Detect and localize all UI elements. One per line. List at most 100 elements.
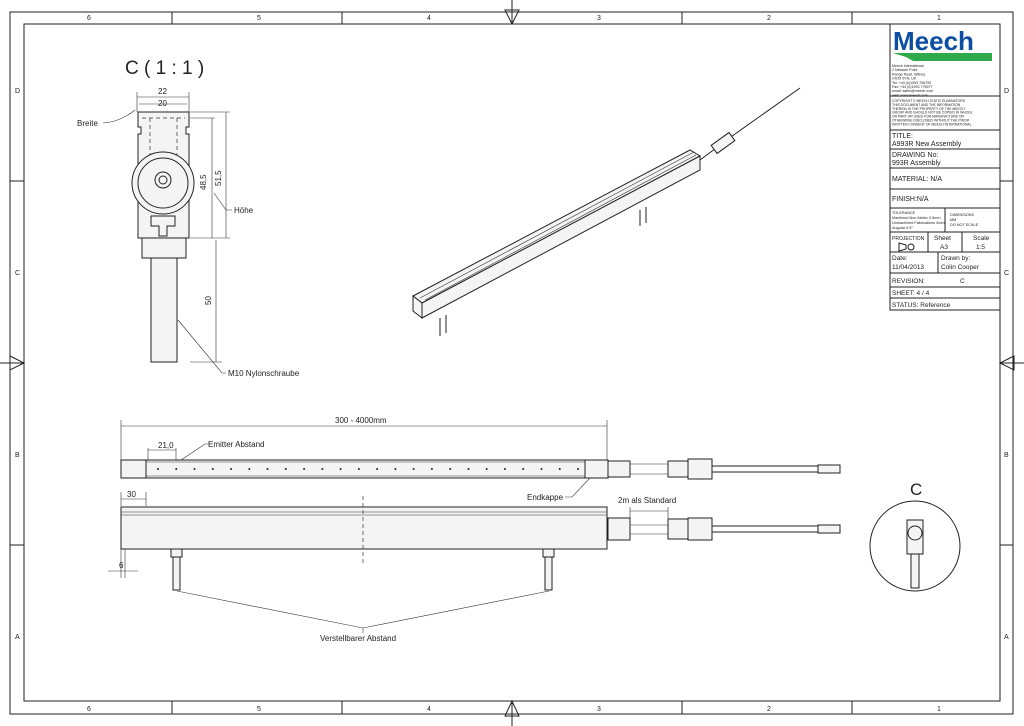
meech-logo: Meech	[893, 26, 974, 56]
label-verstellbarer-abstand: Verstellbarer Abstand	[320, 634, 396, 643]
dim-20: 20	[158, 99, 167, 108]
zone-column-label: 5	[257, 706, 261, 713]
zone-column-label: 1	[937, 706, 941, 713]
address-line: web: www.meech.com	[892, 93, 928, 97]
emitter-dot	[357, 468, 360, 470]
status: STATUS: Reference	[892, 302, 951, 309]
detail-marker-c: C	[869, 480, 961, 592]
sheet-value: A3	[940, 244, 948, 251]
address-line: email: sales@meech.com	[892, 89, 933, 93]
emitter-dot	[303, 468, 306, 470]
revision-label: REVISION:	[892, 278, 925, 285]
tolerance-line: TOLERANCE	[892, 211, 916, 215]
zone-column-label: 3	[597, 15, 601, 22]
emitter-dot	[339, 468, 342, 470]
zone-column-label: 4	[427, 706, 431, 713]
label-hoehe: Höhe	[234, 206, 254, 215]
projection-label: PROJECTION	[892, 236, 925, 242]
copyright-line: OTHERWISE DISCLOSED WITHOUT THE PRIOR	[892, 119, 970, 123]
address-line: Fax: +44 (0)1993 776977	[892, 85, 932, 89]
zone-row-label: C	[15, 270, 20, 277]
revision-value: C	[960, 278, 965, 285]
emitter-dot	[248, 468, 251, 470]
title-label: TITLE:	[892, 133, 913, 140]
zone-row-label: C	[1004, 270, 1009, 277]
zone-column-label: 6	[87, 15, 91, 22]
emitter-dot	[394, 468, 397, 470]
zone-row-label: A	[1004, 634, 1009, 641]
date-value: 11/04/2013	[892, 264, 924, 271]
dim-30: 30	[127, 490, 136, 499]
emitter-dot	[522, 468, 525, 470]
zone-column-label: 6	[87, 706, 91, 713]
address-line: 2 Network Point	[892, 68, 917, 72]
copyright-line: GROUP AND SHOULD NOT BE COPIED IN WHOLE	[892, 111, 973, 115]
tolerance-line: Machined Non Metric 0.5mm	[892, 216, 941, 220]
dimensions-line: DO NOT SCALE	[950, 223, 979, 227]
copyright-line: OR PART OR USED FOR MANUFACTURE OR	[892, 115, 965, 119]
emitter-dot	[577, 468, 579, 470]
dim-48-5: 48,5	[199, 174, 208, 190]
label-m10-nylonschraube: M10 Nylonschraube	[228, 369, 300, 378]
emitter-dot	[412, 468, 415, 470]
dimensions-line: DIMENSIONS	[950, 213, 975, 217]
zone-row-label: B	[1004, 452, 1009, 459]
title-value: A993R New Assembly	[892, 141, 962, 148]
address-line: OX29 0YN, UK	[892, 77, 917, 81]
zone-column-label: 5	[257, 15, 261, 22]
sheet-count: SHEET: 4 / 4	[892, 290, 930, 297]
address-line: Meech International	[892, 64, 924, 68]
copyright-line: COPYRIGHT © MEECH STATIC ELIMINATORS	[892, 99, 966, 103]
label-emitter-abstand: Emitter Abstand	[208, 440, 264, 449]
tolerance-line: Angular 0.5°	[892, 226, 913, 230]
emitter-dot	[230, 468, 233, 470]
emitter-dot	[211, 468, 214, 470]
emitter-dot	[540, 468, 543, 470]
zone-row-label: A	[15, 634, 20, 641]
emitter-dot	[449, 468, 452, 470]
zone-row-label: D	[1004, 88, 1009, 95]
emitter-dot	[467, 468, 470, 470]
address-line: Range Road, Witney	[892, 72, 925, 76]
zone-row-label: D	[15, 88, 20, 95]
emitter-dot	[157, 468, 159, 470]
sheet-label: Sheet	[934, 235, 951, 242]
detail-view-title: C ( 1 : 1 )	[125, 58, 204, 79]
emitter-dot	[485, 468, 488, 470]
tolerance-line: Unmachined Fabrications 2mm	[892, 221, 945, 225]
emitter-dot	[175, 468, 178, 470]
dim-6: 6	[119, 561, 124, 570]
zone-column-label: 2	[767, 706, 771, 713]
dim-emitter-spacing: 21,0	[158, 441, 174, 450]
detail-view-c: C ( 1 : 1 ) 22 20 Breite 48,5 51,5 50 Hö…	[77, 58, 300, 378]
zone-row-label: B	[15, 452, 20, 459]
finish: FINISH:N/A	[892, 196, 929, 203]
detail-marker-label: C	[910, 480, 922, 499]
zone-column-label: 1	[937, 15, 941, 22]
label-breite: Breite	[77, 119, 98, 128]
copyright-line: THEREIN IS THE PROPERTY OF THE MEECH	[892, 107, 965, 111]
label-2m-standard: 2m als Standard	[618, 496, 676, 505]
scale-label: Scale	[973, 235, 990, 242]
material: MATERIAL: N/A	[892, 176, 942, 183]
emitter-dot	[266, 468, 269, 470]
copyright-line: WRITTEN CONSENT OF MEECH INTERNATIONAL	[892, 122, 972, 126]
date-label: Date:	[892, 255, 908, 262]
emitter-dot	[558, 468, 561, 470]
dim-51-5: 51,5	[214, 170, 223, 186]
address-line: Tel: +44 (0)1993 706700	[892, 81, 931, 85]
label-endkappe: Endkappe	[527, 493, 564, 502]
isometric-view	[412, 87, 801, 336]
dim-22: 22	[158, 87, 167, 96]
emitter-dot	[430, 468, 433, 470]
dim-length: 300 - 4000mm	[335, 416, 387, 425]
emitter-dot	[376, 468, 379, 470]
emitter-dot	[284, 468, 287, 470]
drawn-by-value: Colin Cooper	[941, 264, 980, 271]
logo-green-band	[893, 53, 992, 61]
dimensions-line: MM	[950, 218, 956, 222]
